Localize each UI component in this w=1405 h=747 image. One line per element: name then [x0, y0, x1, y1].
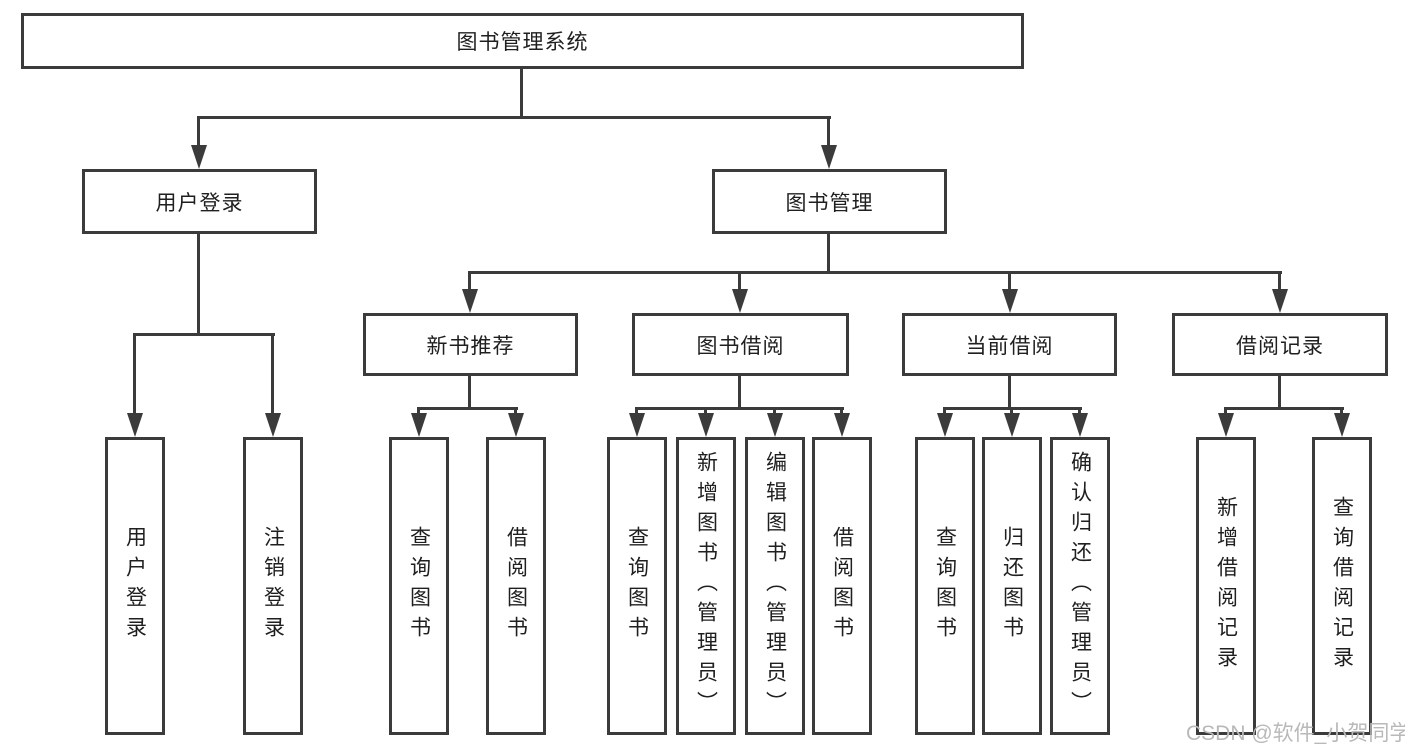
- connector-to-borrow-records: [1278, 271, 1281, 291]
- leaf-recommend-query-books: 查询图书: [389, 437, 449, 735]
- arrowhead-bb-add: [698, 413, 714, 437]
- arrowhead-bb-borrow: [834, 413, 850, 437]
- arrowhead-user-login: [191, 145, 207, 169]
- leaf-recommend-query-books-label: 查询图书: [407, 526, 431, 646]
- arrowhead-borrow-records: [1272, 289, 1288, 313]
- connector-to-book-borrow: [738, 271, 741, 291]
- connector-to-leaf-logout: [271, 333, 274, 417]
- connector-current-stem: [1008, 376, 1011, 410]
- arrowhead-recommend-borrow: [508, 413, 524, 437]
- connector-book-management-stem: [827, 234, 830, 274]
- arrowhead-cb-query: [937, 413, 953, 437]
- leaf-borrow-query-books-label: 查询图书: [625, 526, 649, 646]
- connector-to-new-book-recommend: [468, 271, 471, 291]
- arrowhead-new-book-recommend: [462, 289, 478, 313]
- leaf-return-books: 归还图书: [982, 437, 1042, 735]
- leaf-confirm-return-admin-label: 确认归还（管理员）: [1068, 451, 1092, 721]
- connector-to-cb-confirm: [1078, 407, 1081, 417]
- connector-user-login-bar: [133, 333, 275, 336]
- leaf-add-books-admin: 新增图书（管理员）: [676, 437, 736, 735]
- connector-to-current-borrow: [1008, 271, 1011, 291]
- node-book-borrow-label: 图书借阅: [696, 334, 785, 358]
- node-user-login-label: 用户登录: [155, 191, 244, 215]
- connector-recommend-stem: [468, 376, 471, 410]
- leaf-logout-label: 注销登录: [261, 526, 285, 646]
- connector-to-cb-return: [1010, 407, 1013, 417]
- connector-to-bb-borrow: [840, 407, 843, 417]
- leaf-logout: 注销登录: [243, 437, 303, 735]
- node-current-borrow: 当前借阅: [902, 313, 1117, 376]
- connector-to-recommend-borrow: [514, 407, 517, 417]
- node-root: 图书管理系统: [21, 13, 1024, 69]
- node-borrow-records-label: 借阅记录: [1236, 334, 1324, 358]
- node-book-management-label: 图书管理: [785, 191, 874, 215]
- leaf-user-login-label: 用户登录: [123, 526, 147, 646]
- leaf-add-borrow-record-label: 新增借阅记录: [1214, 496, 1238, 676]
- arrowhead-recommend-query: [411, 413, 427, 437]
- leaf-add-borrow-record: 新增借阅记录: [1196, 437, 1256, 735]
- node-book-borrow: 图书借阅: [632, 313, 849, 376]
- node-new-book-recommend: 新书推荐: [363, 313, 578, 376]
- connector-book-borrow-bar: [635, 407, 844, 410]
- node-borrow-records: 借阅记录: [1172, 313, 1388, 376]
- leaf-recommend-borrow-books-label: 借阅图书: [504, 526, 528, 646]
- arrowhead-record-query: [1334, 413, 1350, 437]
- connector-records-stem: [1278, 376, 1281, 410]
- arrowhead-current-borrow: [1002, 289, 1018, 313]
- arrowhead-bb-query: [629, 413, 645, 437]
- node-current-borrow-label: 当前借阅: [965, 334, 1054, 358]
- arrowhead-record-add: [1218, 413, 1234, 437]
- node-root-label: 图书管理系统: [456, 31, 589, 54]
- leaf-query-borrow-record-label: 查询借阅记录: [1330, 496, 1354, 676]
- node-book-management: 图书管理: [712, 169, 947, 234]
- connector-to-bb-query: [635, 407, 638, 417]
- arrowhead-bb-edit: [767, 413, 783, 437]
- connector-records-bar: [1224, 407, 1344, 410]
- leaf-borrow-books-label: 借阅图书: [830, 526, 854, 646]
- connector-to-leaf-user-login: [133, 333, 136, 417]
- leaf-edit-books-admin-label: 编辑图书（管理员）: [763, 451, 787, 721]
- connector-to-user-login: [197, 116, 200, 148]
- connector-to-record-query: [1340, 407, 1343, 417]
- leaf-borrow-query-books: 查询图书: [607, 437, 667, 735]
- arrowhead-book-borrow: [732, 289, 748, 313]
- leaf-current-query-books-label: 查询图书: [933, 526, 957, 646]
- connector-root-bar: [197, 116, 831, 119]
- csdn-watermark: CSDN @软件_小贺同学: [1186, 722, 1405, 745]
- leaf-add-books-admin-label: 新增图书（管理员）: [694, 451, 718, 721]
- arrowhead-cb-confirm: [1072, 413, 1088, 437]
- connector-book-borrow-stem: [738, 376, 741, 410]
- arrowhead-leaf-logout: [265, 413, 281, 437]
- leaf-borrow-books: 借阅图书: [812, 437, 872, 735]
- connector-recommend-bar: [417, 407, 518, 410]
- connector-user-login-stem: [197, 234, 200, 336]
- connector-to-cb-query: [943, 407, 946, 417]
- arrowhead-book-management: [821, 145, 837, 169]
- connector-to-book-management: [827, 116, 830, 148]
- connector-to-bb-edit: [773, 407, 776, 417]
- arrowhead-cb-return: [1004, 413, 1020, 437]
- node-user-login: 用户登录: [82, 169, 317, 234]
- leaf-user-login: 用户登录: [105, 437, 165, 735]
- arrowhead-leaf-user-login: [127, 413, 143, 437]
- connector-to-bb-add: [704, 407, 707, 417]
- leaf-return-books-label: 归还图书: [1000, 526, 1024, 646]
- leaf-query-borrow-record: 查询借阅记录: [1312, 437, 1372, 735]
- leaf-current-query-books: 查询图书: [915, 437, 975, 735]
- node-new-book-recommend-label: 新书推荐: [426, 334, 515, 358]
- connector-to-record-add: [1224, 407, 1227, 417]
- leaf-edit-books-admin: 编辑图书（管理员）: [745, 437, 805, 735]
- leaf-recommend-borrow-books: 借阅图书: [486, 437, 546, 735]
- connector-level3-bar: [468, 271, 1282, 274]
- leaf-confirm-return-admin: 确认归还（管理员）: [1050, 437, 1110, 735]
- connector-root-stem: [520, 68, 523, 119]
- connector-to-recommend-query: [417, 407, 420, 417]
